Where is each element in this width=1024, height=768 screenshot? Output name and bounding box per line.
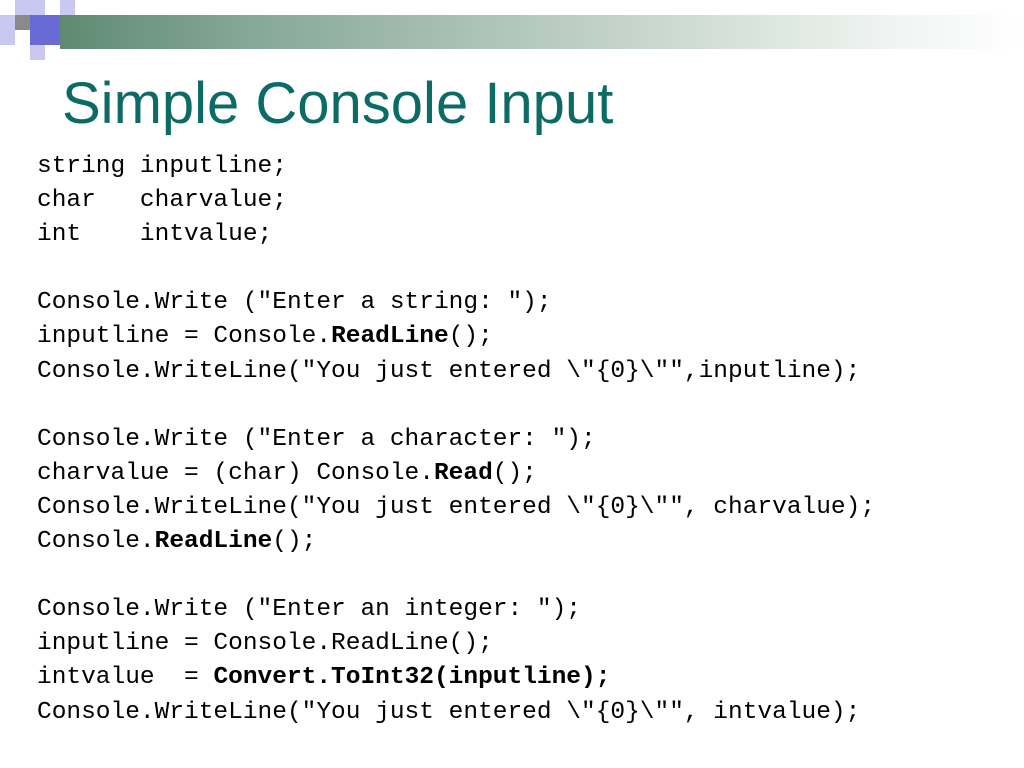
code-text: char charvalue; xyxy=(37,187,287,215)
code-text: Console.WriteLine("You just entered \"{0… xyxy=(37,698,861,726)
code-text: Console.WriteLine("You just entered \"{0… xyxy=(37,493,876,521)
code-blank-line xyxy=(37,559,875,593)
deco-square xyxy=(0,0,15,15)
deco-square xyxy=(15,15,30,30)
code-line: Console.Write ("Enter a string: "); xyxy=(37,286,875,320)
code-text: string inputline; xyxy=(37,153,287,180)
code-text: intvalue = xyxy=(37,664,214,692)
deco-square xyxy=(45,0,60,15)
code-keyword-bold: Convert.ToInt32(inputline); xyxy=(213,664,611,692)
code-text: Console.Write ("Enter an integer: "); xyxy=(37,596,581,624)
code-text: Console. xyxy=(37,528,155,556)
code-blank-line xyxy=(37,389,875,423)
code-text: inputline = Console. xyxy=(37,323,332,351)
code-line: string inputline; xyxy=(37,150,875,184)
header-gradient-bar xyxy=(60,15,1024,49)
code-text: inputline = Console.ReadLine(); xyxy=(37,630,493,658)
code-line: Console.Write ("Enter a character: "); xyxy=(37,423,875,457)
code-line: intvalue = Convert.ToInt32(inputline); xyxy=(37,661,875,695)
code-keyword-bold: ReadLine xyxy=(331,323,449,351)
slide-header-decoration xyxy=(0,0,1024,70)
code-line: Console.WriteLine("You just entered \"{0… xyxy=(37,355,875,389)
code-line: inputline = Console.ReadLine(); xyxy=(37,627,875,661)
deco-square xyxy=(60,0,75,15)
code-block: string inputline; char charvalue; int intv… xyxy=(37,150,875,730)
code-keyword-bold: ReadLine xyxy=(154,528,273,556)
code-text: Console.WriteLine("You just entered \"{0… xyxy=(37,357,861,385)
deco-square xyxy=(30,45,45,60)
code-keyword-bold: Read xyxy=(433,459,493,487)
code-text: (); xyxy=(272,528,317,556)
code-text: Console.Write ("Enter a string: "); xyxy=(37,289,552,317)
code-text: int intvalue; xyxy=(37,221,273,249)
code-text: Console.Write ("Enter a character: "); xyxy=(37,425,596,453)
code-line: char charvalue; xyxy=(37,184,875,218)
deco-square xyxy=(0,15,15,45)
code-text: charvalue = (char) Console. xyxy=(37,459,434,487)
code-text: (); xyxy=(492,459,537,487)
code-line: int intvalue; xyxy=(37,218,875,252)
code-line: Console.WriteLine("You just entered \"{0… xyxy=(37,696,875,730)
code-line: charvalue = (char) Console.Read(); xyxy=(37,457,875,491)
code-line: Console.WriteLine("You just entered \"{0… xyxy=(37,491,875,525)
deco-square xyxy=(30,15,60,45)
code-text: (); xyxy=(448,323,493,351)
code-line: Console.ReadLine(); xyxy=(37,525,875,559)
code-blank-line xyxy=(37,252,875,286)
code-line: inputline = Console.ReadLine(); xyxy=(37,320,875,354)
slide-title: Simple Console Input xyxy=(62,71,614,136)
code-line: Console.Write ("Enter an integer: "); xyxy=(37,593,875,627)
